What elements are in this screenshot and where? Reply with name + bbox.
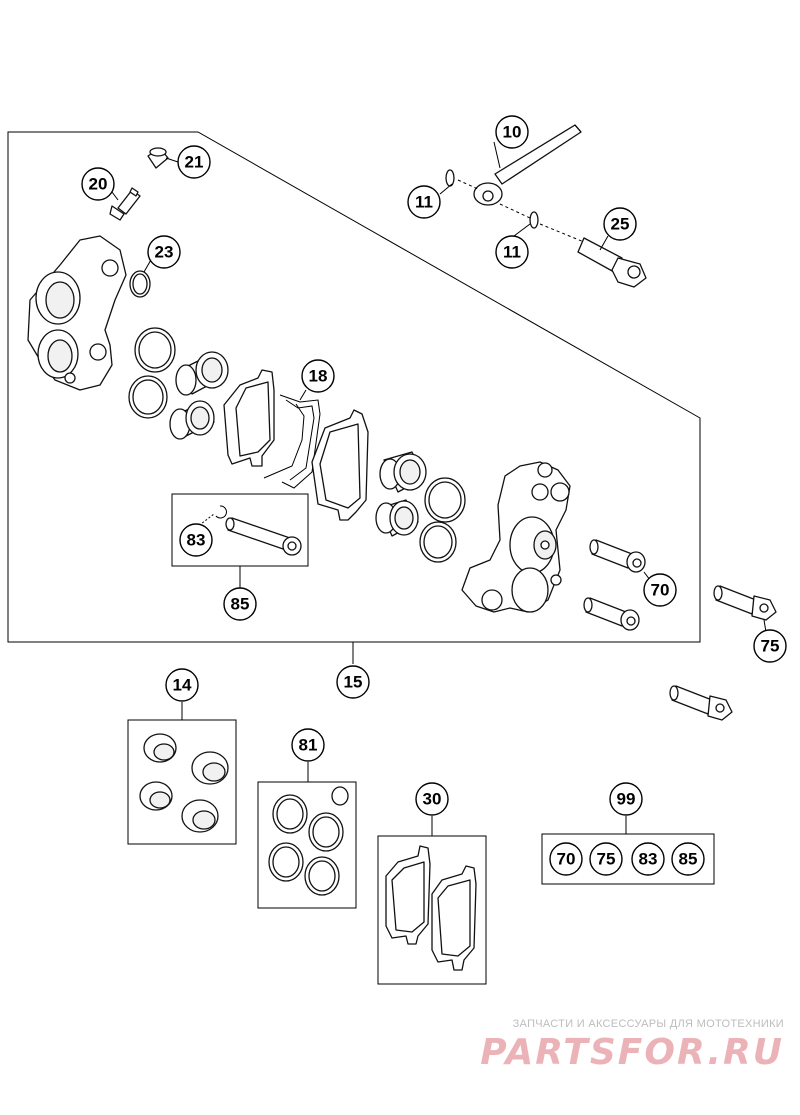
callout-70-label: 70 <box>651 581 670 600</box>
callout-83-label: 83 <box>187 531 206 550</box>
repair-kit-box <box>541 833 715 885</box>
callout-83[interactable]: 83 <box>179 523 213 557</box>
callout-21-label: 21 <box>185 153 204 172</box>
kit-99-item-75[interactable]: 75 <box>589 842 623 876</box>
mounting-bolt-upper-part <box>713 585 777 621</box>
pistons-left-part <box>169 351 229 440</box>
callout-11-bottom[interactable]: 11 <box>495 235 529 269</box>
caliper-assembly-outline <box>7 131 701 643</box>
brake-pad-left-part <box>223 369 275 467</box>
caliper-half-right-part <box>461 461 571 613</box>
banjo-bolt-part <box>577 237 647 288</box>
callout-11-top[interactable]: 11 <box>407 185 441 219</box>
callout-10[interactable]: 10 <box>495 115 529 149</box>
callout-10-label: 10 <box>503 123 522 142</box>
kit-99-item-70-label: 70 <box>557 850 576 869</box>
caliper-bolt-lower-part <box>583 597 640 631</box>
callout-99-label: 99 <box>617 790 636 809</box>
brake-line-part <box>473 124 582 206</box>
kit-99-item-85-label: 85 <box>679 850 698 869</box>
seal-kit-box <box>257 781 357 909</box>
callout-30-label: 30 <box>423 790 442 809</box>
callout-30[interactable]: 30 <box>415 782 449 816</box>
callout-85-label: 85 <box>231 595 250 614</box>
piston-seals-left-part <box>128 327 176 419</box>
callout-18-label: 18 <box>309 367 328 386</box>
callout-81-label: 81 <box>299 736 318 755</box>
seal-kit-part <box>268 786 349 896</box>
kit-99-item-83-label: 83 <box>639 850 658 869</box>
clip-part <box>215 505 227 519</box>
callout-21[interactable]: 21 <box>177 145 211 179</box>
kit-99-item-75-label: 75 <box>597 850 616 869</box>
callout-99[interactable]: 99 <box>609 782 643 816</box>
callout-14[interactable]: 14 <box>165 668 199 702</box>
kit-99-item-70[interactable]: 70 <box>549 842 583 876</box>
pad-pin-part <box>225 517 302 556</box>
callout-20-label: 20 <box>89 175 108 194</box>
piston-seals-right-part <box>419 477 466 563</box>
o-ring-part <box>129 270 151 298</box>
callout-85[interactable]: 85 <box>223 587 257 621</box>
pad-set-part <box>385 845 477 971</box>
callout-11-bottom-label: 11 <box>503 243 521 262</box>
pad-spring-part <box>263 394 321 489</box>
callout-75[interactable]: 75 <box>753 629 787 663</box>
kit-99-item-83[interactable]: 83 <box>631 842 665 876</box>
bleeder-cap-part <box>147 147 169 169</box>
callout-81[interactable]: 81 <box>291 728 325 762</box>
watermark-tagline: ЗАПЧАСТИ И АКСЕССУАРЫ ДЛЯ МОТОТЕХНИКИ <box>512 1018 784 1030</box>
callout-20[interactable]: 20 <box>81 167 115 201</box>
mounting-bolt-lower-part <box>669 685 733 721</box>
watermark-logo: PARTSFOR.RU <box>480 1032 784 1073</box>
callout-70[interactable]: 70 <box>643 573 677 607</box>
callout-14-label: 14 <box>173 676 192 695</box>
piston-kit-part <box>139 733 229 833</box>
callout-23-label: 23 <box>155 243 174 262</box>
sealing-washer-bottom-part <box>529 211 539 229</box>
kit-99-item-85[interactable]: 85 <box>671 842 705 876</box>
watermark: ЗАПЧАСТИ И АКСЕССУАРЫ ДЛЯ МОТОТЕХНИКИ PA… <box>480 1018 784 1073</box>
callout-25[interactable]: 25 <box>603 207 637 241</box>
caliper-half-left-part <box>27 235 127 391</box>
callout-15[interactable]: 15 <box>336 665 370 699</box>
bleeder-screw-part <box>109 187 141 221</box>
callout-18[interactable]: 18 <box>301 359 335 393</box>
callout-23[interactable]: 23 <box>147 235 181 269</box>
caliper-bolt-upper-part <box>589 539 646 573</box>
pistons-right-part <box>375 451 427 537</box>
callout-75-label: 75 <box>761 637 780 656</box>
sealing-washer-top-part <box>445 169 455 187</box>
callout-15-label: 15 <box>344 673 363 692</box>
callout-11-top-label: 11 <box>415 193 433 212</box>
callout-25-label: 25 <box>611 215 630 234</box>
brake-pad-right-part <box>311 409 369 521</box>
